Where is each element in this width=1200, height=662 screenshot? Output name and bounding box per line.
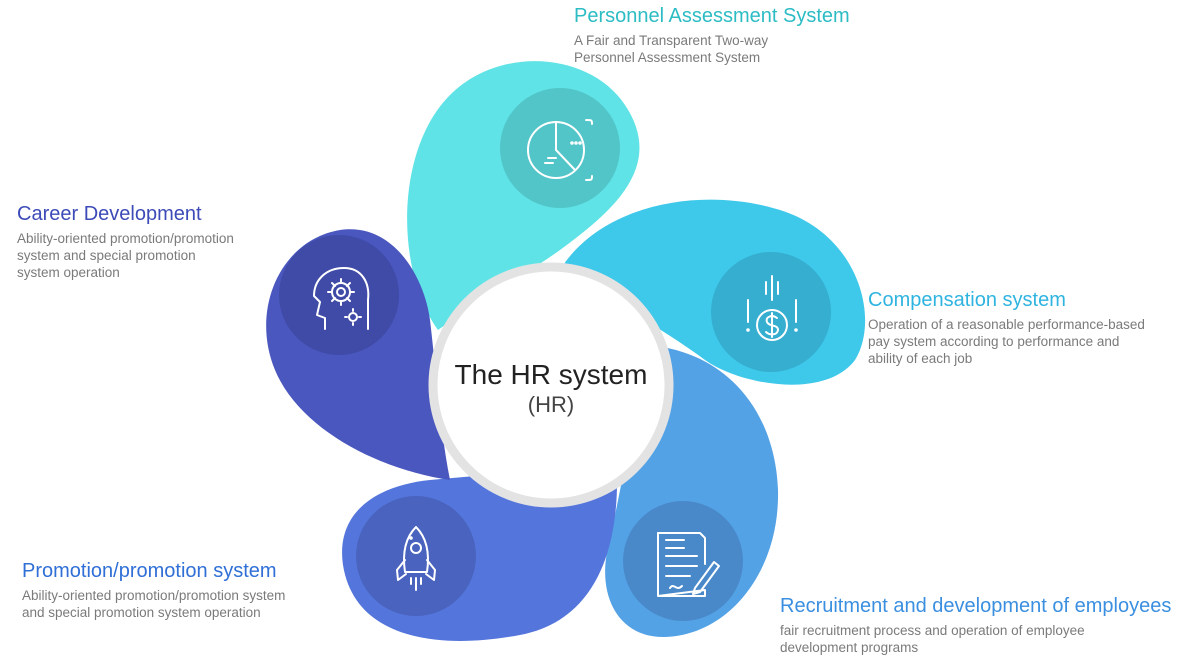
center-title: The HR system — [454, 359, 648, 390]
dollar-coin-icon — [746, 275, 798, 341]
center-ring — [428, 262, 674, 508]
label-recruitment-development: Recruitment and development of employees… — [780, 594, 1195, 656]
compensation-system-title: Compensation system — [868, 289, 1066, 311]
pie-chart-icon — [527, 119, 593, 181]
recruitment-development-description: fair recruitment process and operation o… — [780, 623, 1085, 655]
head-gears-icon — [313, 267, 370, 330]
career-development-description: Ability-oriented promotion/promotion sys… — [17, 231, 234, 280]
recruitment-development-title: Recruitment and development of employees — [780, 595, 1172, 617]
label-compensation-system: Compensation system Operation of a reaso… — [868, 288, 1188, 367]
promotion-system-title: Promotion/promotion system — [22, 560, 277, 582]
career-development-title: Career Development — [17, 203, 202, 225]
rocket-icon — [396, 526, 436, 591]
personnel-assessment-title: Personnel Assessment System — [574, 5, 850, 27]
label-promotion-system: Promotion/promotion system Ability-orien… — [22, 559, 342, 621]
promotion-system-description: Ability-oriented promotion/promotion sys… — [22, 588, 286, 620]
icon-circle-promotion — [356, 496, 476, 616]
label-personnel-assessment: Personnel Assessment System A Fair and T… — [574, 4, 904, 66]
icon-circle-recruitment — [623, 501, 743, 621]
personnel-assessment-description: A Fair and Transparent Two-way Personnel… — [574, 33, 769, 65]
icon-circle-compensation — [711, 252, 831, 372]
icon-circle-personnel — [500, 88, 620, 208]
compensation-system-description: Operation of a reasonable performance-ba… — [868, 317, 1145, 366]
label-career-development: Career Development Ability-oriented prom… — [17, 202, 277, 281]
center-subtitle: (HR) — [527, 392, 575, 417]
center-label: The HR system (HR) — [440, 358, 662, 418]
contract-document-icon — [657, 532, 720, 597]
